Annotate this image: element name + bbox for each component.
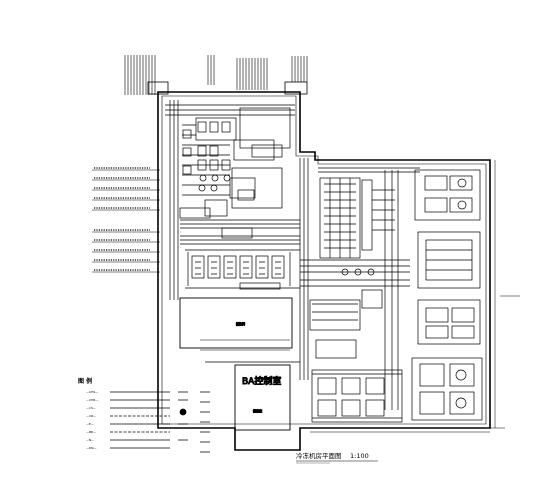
ba-control-room: BA控制室 值班室 [200,339,300,431]
svg-text:—E—: —E— [86,422,94,426]
pipework-upper-left [165,100,300,300]
left-annotation-leaders [92,167,160,273]
top-pipe-risers [124,55,308,95]
legend-title: 图 例 [78,377,92,385]
chiller-units [411,169,483,421]
drawing-scale: 1:100 [350,452,369,460]
svg-text:—CHR—: —CHR— [86,398,98,402]
svg-text:—DN—: —DN— [86,446,97,450]
svg-text:—CR—: —CR— [86,414,96,418]
svg-text:—CS—: —CS— [86,406,96,410]
storage-room: 储物间 [179,297,293,349]
svg-text:—N—: —N— [86,438,94,442]
drawing-title: 冷冻机房平面图 [296,451,342,460]
ba-room-label: BA控制室 [242,375,281,387]
svg-text:—CHS—: —CHS— [86,390,98,394]
bottom-pump-group [311,369,403,423]
svg-text:—BD—: —BD— [86,430,96,434]
pump-row [185,249,300,290]
svg-text:储物间: 储物间 [236,321,245,326]
svg-text:值班室: 值班室 [253,408,262,413]
right-dimension-lines [310,160,520,433]
legend: 图 例 —CHS— —CHR— —CS— —CR— —E— —BD— —N— —… [78,377,210,453]
central-pipe-distribution [299,158,420,410]
drawing-caption: 冷冻机房平面图 1:100 [296,451,378,464]
